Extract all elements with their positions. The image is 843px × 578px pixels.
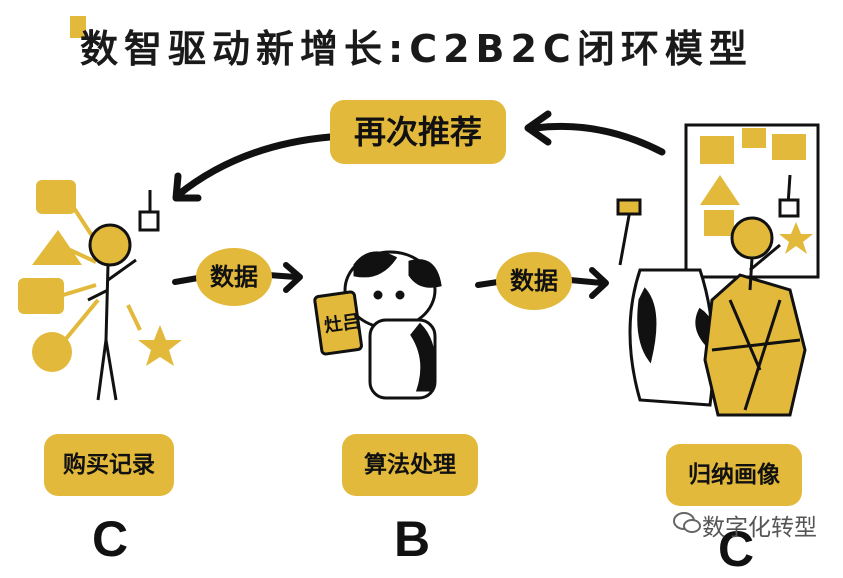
title-accent-mark [70, 16, 86, 38]
stage-label-algorithm-processing: 算法处理 [342, 434, 478, 496]
wechat-icon [673, 512, 701, 533]
cow-sign-text: 灶吕 [323, 310, 362, 337]
left-idea-shapes [18, 180, 182, 372]
left-person [87, 190, 160, 401]
data-arrow-2 [475, 279, 501, 288]
data-arrow-1 [172, 275, 201, 285]
page-title: 数智驱动新增长:C2B2C闭环模型 [80, 27, 753, 71]
recommend-again-label: 再次推荐 [330, 100, 506, 164]
stage-letter-c-left: C [92, 511, 129, 567]
stage-letter-c-right: C [718, 521, 755, 577]
stage-letter-b: B [394, 511, 431, 567]
right-scene [616, 174, 807, 417]
watermark-text: 数字化转型 [702, 515, 817, 541]
stage-label-purchase-records: 购买记录 [44, 434, 174, 496]
cow-processor [313, 250, 442, 400]
feedback-arrow-left-part [174, 133, 334, 199]
data-bubble-1: 数据 [196, 248, 272, 306]
stage-label-profile-summary: 归纳画像 [666, 444, 802, 506]
data-bubble-2: 数据 [496, 252, 572, 310]
feedback-arrow-head-right [524, 110, 552, 146]
feedback-arrow-head-left [172, 172, 202, 202]
feedback-arrow-right-part [531, 122, 666, 156]
